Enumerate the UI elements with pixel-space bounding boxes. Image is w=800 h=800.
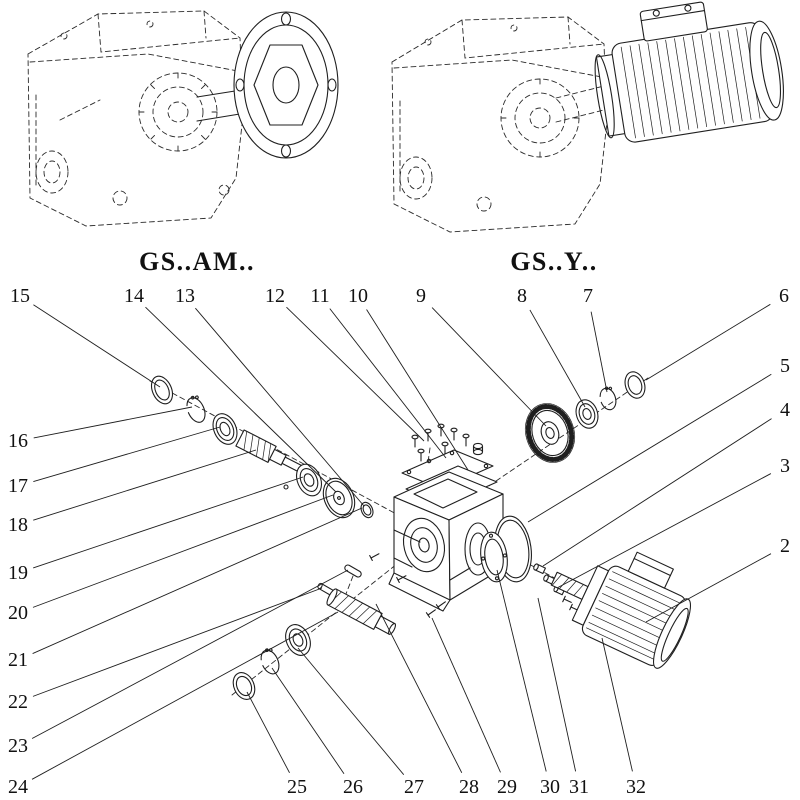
callout-13: 13 bbox=[175, 285, 195, 307]
spacer-ring bbox=[360, 501, 374, 519]
model-label-right: GS..Y.. bbox=[510, 247, 598, 276]
leader-line-21 bbox=[32, 507, 363, 654]
callout-12: 12 bbox=[265, 285, 285, 307]
exploded-view bbox=[149, 371, 691, 700]
oil-seal-upper bbox=[150, 375, 174, 405]
leader-line-9 bbox=[431, 307, 547, 427]
callout-16: 16 bbox=[8, 430, 28, 452]
retaining-ring-output bbox=[260, 648, 280, 675]
input-gear bbox=[525, 403, 575, 463]
callout-9: 9 bbox=[416, 285, 426, 307]
leader-line-32 bbox=[601, 637, 633, 772]
callout-31: 31 bbox=[569, 776, 589, 798]
callout-22: 22 bbox=[8, 691, 28, 713]
callout-25: 25 bbox=[287, 776, 307, 798]
bearing-output bbox=[285, 624, 311, 656]
motor bbox=[550, 551, 691, 669]
retaining-ring-input bbox=[599, 386, 617, 411]
leader-line-3 bbox=[556, 473, 772, 589]
callout-30: 30 bbox=[540, 776, 560, 798]
leader-line-2 bbox=[645, 553, 772, 623]
leader-line-14 bbox=[145, 306, 337, 493]
shaft-key bbox=[344, 564, 362, 578]
callout-17: 17 bbox=[8, 475, 28, 497]
vent-plug bbox=[472, 442, 484, 456]
callout-8: 8 bbox=[517, 285, 527, 307]
callout-29: 29 bbox=[497, 776, 517, 798]
leader-line-6 bbox=[645, 303, 771, 381]
leader-line-22 bbox=[32, 587, 323, 697]
callout-3: 3 bbox=[780, 455, 790, 477]
leader-line-31 bbox=[537, 597, 577, 772]
callout-11: 11 bbox=[310, 285, 329, 307]
callout-14: 14 bbox=[124, 285, 144, 307]
leader-line-28 bbox=[375, 603, 463, 773]
cover-bolts bbox=[411, 423, 470, 462]
leader-line-10 bbox=[366, 309, 469, 471]
callout-5: 5 bbox=[780, 355, 790, 377]
housing-bore bbox=[402, 517, 446, 573]
shaft-pin bbox=[283, 484, 289, 490]
oil-seal-output bbox=[232, 672, 256, 700]
flange-cover bbox=[480, 531, 508, 583]
callout-24: 24 bbox=[8, 776, 28, 798]
callout-7: 7 bbox=[583, 285, 593, 307]
callout-2: 2 bbox=[780, 535, 790, 557]
output-flange bbox=[196, 11, 339, 159]
ghost-unit-gsam bbox=[27, 10, 339, 227]
callout-32: 32 bbox=[626, 776, 646, 798]
leader-line-18 bbox=[33, 449, 257, 521]
leader-line-8 bbox=[529, 309, 586, 408]
callout-28: 28 bbox=[459, 776, 479, 798]
leader-line-20 bbox=[32, 494, 334, 608]
leader-line-5 bbox=[527, 373, 772, 523]
leader-line-15 bbox=[33, 304, 161, 388]
motor-assembled bbox=[594, 1, 784, 143]
leader-line-4 bbox=[542, 418, 772, 567]
leader-line-27 bbox=[297, 647, 405, 776]
gearbox-ghost-outline-left bbox=[27, 10, 244, 227]
leader-line-12 bbox=[286, 306, 425, 442]
ghost-unit-gsy bbox=[391, 1, 784, 233]
leader-line-19 bbox=[33, 476, 304, 569]
callout-27: 27 bbox=[404, 776, 424, 798]
leader-line-26 bbox=[271, 667, 345, 775]
leader-line-11 bbox=[329, 308, 447, 459]
callout-18: 18 bbox=[8, 514, 28, 536]
bearing-upper bbox=[212, 413, 238, 445]
callout-23: 23 bbox=[8, 735, 28, 757]
leader-line-13 bbox=[195, 307, 365, 507]
oil-seal-input bbox=[624, 371, 646, 399]
retaining-ring-upper bbox=[186, 395, 206, 423]
gearbox-ghost-outline-right bbox=[391, 16, 613, 233]
leader-line-29 bbox=[431, 617, 501, 773]
leader-line-24 bbox=[31, 611, 339, 780]
callout-10: 10 bbox=[348, 285, 368, 307]
callout-15: 15 bbox=[10, 285, 30, 307]
callout-26: 26 bbox=[343, 776, 363, 798]
leader-line-23 bbox=[31, 569, 349, 739]
leader-line-17 bbox=[33, 426, 221, 482]
model-label-left: GS..AM.. bbox=[139, 247, 255, 276]
leader-line-7 bbox=[590, 311, 608, 393]
callout-4: 4 bbox=[780, 399, 790, 421]
leader-line-25 bbox=[246, 691, 290, 774]
mounting-bolts bbox=[369, 553, 446, 618]
callout-20: 20 bbox=[8, 602, 28, 624]
callout-19: 19 bbox=[8, 562, 28, 584]
callout-6: 6 bbox=[779, 285, 789, 307]
callout-21: 21 bbox=[8, 649, 28, 671]
leader-line-30 bbox=[496, 569, 547, 772]
leader-line-16 bbox=[33, 406, 193, 439]
